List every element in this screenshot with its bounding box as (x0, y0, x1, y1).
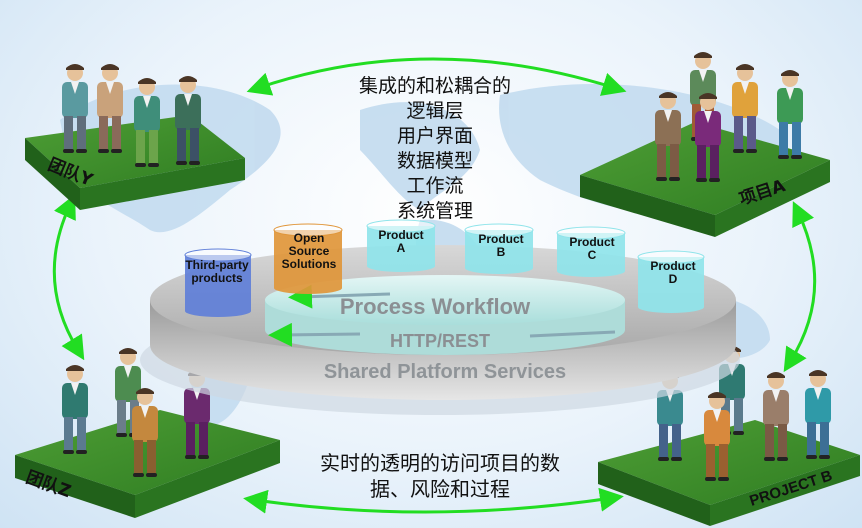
person-icon (695, 93, 721, 182)
http-rest-label: HTTP/REST (389, 331, 490, 351)
product-cylinder (273, 223, 343, 294)
workflow-arrow-bottom (268, 322, 361, 347)
person-icon (62, 64, 88, 153)
person-icon (132, 388, 158, 477)
top-text-line-6: 系统管理 (396, 200, 473, 222)
arrow-left (52, 194, 85, 361)
person-icon (777, 70, 803, 159)
shared-platform-services-label: Shared Platform Services (323, 361, 567, 383)
product-cylinder (366, 219, 436, 272)
person-icon (732, 64, 758, 153)
product-label-b: Product B (478, 232, 524, 259)
top-text-line-3: 用户界面 (396, 125, 473, 147)
product-cylinder (637, 250, 705, 313)
bottom-text-line-1: 实时的透明的访问项目的数 (320, 451, 560, 475)
person-icon (763, 372, 789, 461)
arrow-right (783, 201, 817, 373)
product-label-open-source: Open Source Solutions (281, 231, 337, 271)
person-icon (62, 365, 88, 454)
top-text-line-4: 数据模型 (396, 150, 473, 172)
product-cylinder (464, 223, 534, 274)
process-workflow-label: Process Workflow (339, 294, 531, 319)
top-text-line-2: 逻辑层 (406, 100, 464, 122)
product-cylinders (184, 219, 705, 317)
workflow-arrow-top (288, 284, 391, 309)
product-label-a: Product A (378, 228, 424, 255)
person-icon (175, 76, 201, 165)
person-icon (97, 64, 123, 153)
bottom-text-block: 实时的透明的访问项目的数 据、风险和过程 (290, 450, 590, 502)
product-label-third-party: Third-party products (185, 258, 249, 285)
product-cylinder (556, 226, 626, 277)
product-label-d: Product D (650, 259, 696, 286)
top-text-line-1: 集成的和松耦合的 (358, 75, 511, 97)
arrow-top (246, 57, 627, 96)
person-icon (134, 78, 160, 167)
person-icon (655, 92, 681, 181)
central-platform (140, 245, 740, 415)
person-icon (704, 392, 730, 481)
top-text-line-5: 工作流 (406, 175, 464, 197)
platform-bottom-right (598, 420, 860, 526)
connection-arrows (52, 57, 817, 514)
disc-middle-top (265, 275, 625, 325)
person-icon (805, 370, 831, 459)
bottom-text-line-2: 据、风险和过程 (370, 477, 510, 501)
people-figures (62, 52, 831, 481)
top-text-block: 集成的和松耦合的 逻辑层 用户界面 数据模型 工作流 系统管理 (320, 74, 550, 224)
product-cylinder (184, 248, 252, 317)
product-label-c: Product C (569, 235, 615, 262)
arrow-bottom (243, 487, 624, 514)
